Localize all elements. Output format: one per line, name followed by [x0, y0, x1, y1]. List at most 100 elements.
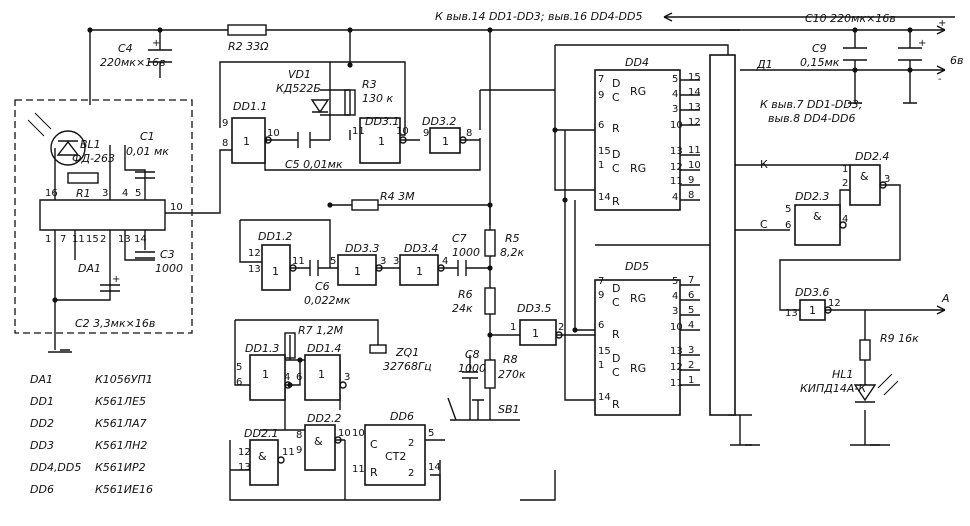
- label-components-zq1: ZQ1: [395, 346, 419, 359]
- label-chips-dd3_6: DD3.6: [795, 286, 829, 299]
- resistor-r7-icon: [284, 332, 296, 359]
- pin-label: 12: [688, 117, 701, 128]
- pin-label: 2: [408, 468, 414, 479]
- capacitor-c8-icon: [462, 371, 478, 379]
- pin-label: 2: [842, 178, 848, 189]
- label-components-c5: C5 0,01мк: [285, 158, 343, 171]
- pin-label: 13: [670, 346, 683, 357]
- label-components-hl1_val: КИПД14А-К: [800, 382, 867, 395]
- label-chips-ct2: CT2: [385, 450, 406, 463]
- junction-dots: [52, 27, 913, 388]
- label-chips-one: 1: [272, 265, 279, 278]
- pin-label: 11: [352, 126, 365, 137]
- resistor-r3-icon: [344, 89, 356, 116]
- label-chips-dd1_2: DD1.2: [258, 230, 292, 243]
- pin-label: 9: [598, 90, 604, 101]
- label-chips-d: D: [612, 282, 620, 295]
- legend-part: К561ЛЕ5: [95, 395, 146, 408]
- label-components-r5_val: 8,2к: [500, 246, 524, 259]
- pin-label: 4: [688, 320, 694, 331]
- label-components-c8: C8: [465, 348, 480, 361]
- resistor-r2-icon: [227, 24, 267, 36]
- label-components-vd1_val: КД522Б: [276, 82, 321, 95]
- capacitor-c6-icon: [309, 260, 319, 276]
- pin-label: 4: [672, 192, 678, 203]
- label-chips-dd4: DD4: [625, 56, 649, 69]
- pin-label: 10: [670, 120, 683, 131]
- supply-minus: -: [938, 74, 942, 85]
- label-chips-amp: &: [314, 435, 323, 448]
- capacitor-c4-icon: [148, 49, 172, 63]
- capacitor-c5-icon: [297, 132, 311, 148]
- label-chips-dd3_2: DD3.2: [422, 115, 456, 128]
- label-components-d1: Д1: [756, 58, 773, 71]
- incoming-light-icon: [27, 112, 52, 137]
- label-components-bl1_val: ФД-263: [72, 152, 115, 165]
- pin-label: 9: [296, 445, 302, 456]
- pin-label: 8: [466, 128, 472, 139]
- capacitor-c1-icon: [135, 171, 155, 179]
- pin-label: 14: [598, 192, 611, 203]
- capacitor-c3-icon: [135, 251, 155, 259]
- pin-label: 9: [688, 175, 694, 186]
- pin-label: 3: [884, 174, 890, 185]
- pin-label: 13: [670, 146, 683, 157]
- label-chips-rg: RG: [630, 362, 646, 375]
- pin-label: 5: [428, 428, 434, 439]
- pin-label: 13: [688, 102, 701, 113]
- pin-label: 15: [598, 346, 611, 357]
- chip-boxes: [231, 54, 881, 486]
- pin-label: 6: [296, 372, 302, 383]
- legend-ref: DD6: [30, 483, 54, 496]
- label-components-bl1: BL1: [80, 138, 101, 151]
- label-chips-dd2_1: DD2.1: [244, 427, 278, 440]
- pin-label: 4: [284, 372, 290, 383]
- resistor-r9-icon: [859, 339, 871, 361]
- label-components-r5: R5: [505, 232, 520, 245]
- label-components-r3_val: 130 к: [362, 92, 393, 105]
- label-chips-c: C: [612, 91, 620, 104]
- pin-label: 10: [688, 160, 701, 171]
- label-chips-one: 1: [809, 304, 816, 317]
- capacitor-c9-icon: [843, 47, 867, 61]
- pin-label: 1: [510, 322, 516, 333]
- label-chips-dd5: DD5: [625, 260, 649, 273]
- label-chips-dd3_5: DD3.5: [517, 302, 551, 315]
- pin-label: 11: [688, 145, 701, 156]
- label-chips-dd3_3: DD3.3: [345, 242, 379, 255]
- legend-part: К561ЛН2: [95, 439, 147, 452]
- pin-label: 3: [393, 256, 399, 267]
- pin-label: 11: [282, 447, 295, 458]
- resistor-r1-icon: [67, 172, 99, 184]
- label-components-c6_val: 0,022мк: [304, 294, 351, 307]
- pin-label: 2: [688, 360, 694, 371]
- pin-label: 3: [344, 372, 350, 383]
- label-components-c4_val: 220мк×16в: [100, 56, 166, 69]
- resistor-r4-icon: [351, 199, 379, 211]
- pin-label: 13: [238, 462, 251, 473]
- legend-part: К561ИЕ16: [95, 483, 153, 496]
- pin-label: 7: [598, 74, 604, 85]
- crystal-zq1-icon: [369, 344, 387, 354]
- label-components-r8: R8: [503, 353, 518, 366]
- label-components-sb1: SB1: [498, 403, 520, 416]
- label-chips-rg: RG: [630, 162, 646, 175]
- pin-label: 10: [267, 128, 280, 139]
- pin-label: 2: [408, 438, 414, 449]
- pin-label: 4: [122, 188, 128, 199]
- output-voltage-label: 6в: [950, 54, 963, 67]
- pin-label: 12: [670, 162, 683, 173]
- pin-label: 11: [670, 176, 683, 187]
- pin-label: 10: [338, 428, 351, 439]
- pin-label: 5: [330, 256, 336, 267]
- pin-label: 2: [100, 234, 106, 245]
- pin-label: 5: [672, 276, 678, 287]
- pin-label: 12: [238, 447, 251, 458]
- photodiode-bl1-icon: [50, 130, 86, 166]
- output-a-label: А: [941, 292, 950, 305]
- legend-ref: DA1: [30, 373, 53, 386]
- pin-label: 10: [396, 126, 409, 137]
- pin-label: 1: [598, 360, 604, 371]
- pin-label: 7: [598, 276, 604, 287]
